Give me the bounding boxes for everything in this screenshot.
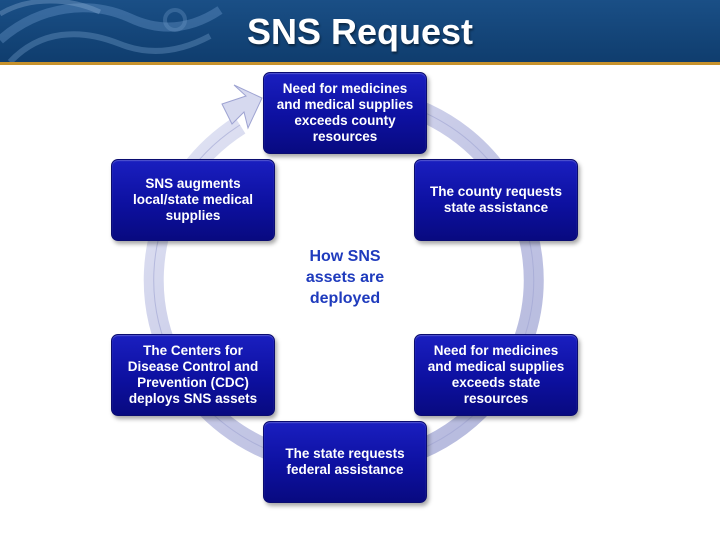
center-label: How SNS assets are deployed bbox=[305, 248, 385, 307]
step-state-need: Need for medicines and medical supplies … bbox=[414, 334, 578, 416]
cycle-arrowhead bbox=[221, 84, 263, 130]
decorative-swirl bbox=[0, 0, 223, 62]
step-county-need: Need for medicines and medical supplies … bbox=[263, 72, 427, 154]
step-county-request-label: The county requests state assistance bbox=[429, 184, 563, 215]
step-cdc-deploys-label: The Centers for Disease Control and Prev… bbox=[127, 343, 259, 406]
step-sns-augments: SNS augments local/state medical supplie… bbox=[111, 159, 275, 241]
step-state-request-label: The state requests federal assistance bbox=[285, 446, 405, 477]
step-sns-augments-label: SNS augments local/state medical supplie… bbox=[132, 176, 254, 223]
step-county-request: The county requests state assistance bbox=[414, 159, 578, 241]
step-cdc-deploys: The Centers for Disease Control and Prev… bbox=[111, 334, 275, 416]
step-state-need-label: Need for medicines and medical supplies … bbox=[427, 343, 565, 406]
header-accent-rule bbox=[0, 62, 720, 65]
step-county-need-label: Need for medicines and medical supplies … bbox=[276, 81, 414, 144]
page-title: SNS Request bbox=[246, 11, 474, 52]
step-state-request: The state requests federal assistance bbox=[263, 421, 427, 503]
slide-header: SNS Request bbox=[0, 0, 720, 62]
